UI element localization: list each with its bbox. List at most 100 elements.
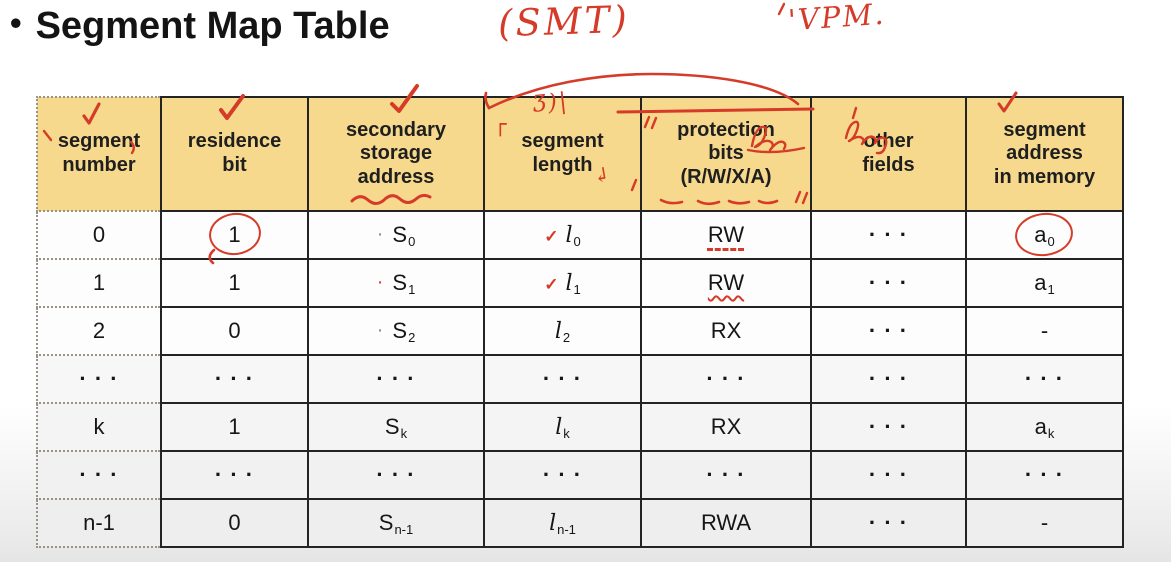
- table-row: · · ·· · ·· · ·· · ·· · ·· · ·· · ·: [36, 354, 1124, 404]
- check-icon: ✓: [544, 226, 559, 246]
- table-row: · · · · · · · · · · · · · · · · · · · · ·: [36, 450, 1124, 500]
- cell-value: 0: [228, 318, 241, 343]
- cell-segment-address-in-memory: a1: [965, 258, 1124, 308]
- dot-mark: ·: [376, 270, 384, 293]
- subscript: 2: [408, 329, 416, 345]
- cell-value: 1: [92, 270, 106, 295]
- cell-value: 2: [92, 318, 106, 343]
- cell-residence-bit: 0: [160, 306, 309, 356]
- dot-mark: ·: [376, 222, 384, 245]
- handwritten-segment-length-mark: Ʒ)|: [531, 88, 570, 118]
- cell-value: RX: [710, 414, 742, 439]
- cell-residence-bit: 1: [160, 402, 309, 452]
- cell-value: 0: [228, 510, 241, 535]
- cell-segment-number: n-1: [36, 498, 162, 548]
- cell-protection-bits: RX: [640, 306, 812, 356]
- cell-protection-bits: RX: [640, 402, 812, 452]
- header-residence-bit: residence bit: [160, 96, 309, 212]
- header-other-fields: other fields: [810, 96, 967, 212]
- cell-secondary-storage-address: · · ·: [307, 354, 485, 404]
- handwritten-vpm-label: 'VPM.: [786, 0, 887, 38]
- cell-value: · · ·: [706, 462, 746, 487]
- cell-protection-bits: RW: [640, 258, 812, 308]
- cell-segment-address-in-memory: · · ·: [965, 354, 1124, 404]
- cell-segment-address-in-memory: -: [965, 498, 1124, 548]
- cell-other-fields: · · ·: [810, 258, 967, 308]
- cell-segment-length: · · ·: [483, 450, 642, 500]
- cell-value: S: [392, 317, 408, 343]
- cell-value: a: [1034, 269, 1047, 295]
- cell-value: · · ·: [868, 462, 909, 487]
- cell-value: · · ·: [542, 462, 583, 487]
- cell-value: 0: [92, 222, 106, 247]
- cell-segment-address-in-memory: -: [965, 306, 1124, 356]
- cell-secondary-storage-address: · · ·: [307, 450, 485, 500]
- subscript: 1: [408, 281, 416, 297]
- cell-segment-number: · · ·: [36, 450, 162, 500]
- cell-value: S: [392, 221, 408, 247]
- cell-value: · · ·: [1024, 366, 1065, 391]
- subscript: n-1: [557, 521, 576, 537]
- cell-segment-length: lk: [483, 402, 642, 452]
- cell-value: S: [378, 509, 394, 535]
- cell-residence-bit: 1: [160, 258, 309, 308]
- cell-value: · · ·: [868, 270, 909, 295]
- cell-value: RW: [707, 222, 745, 247]
- cell-other-fields: · · ·: [810, 498, 967, 548]
- cell-segment-address-in-memory: a0: [965, 210, 1124, 260]
- cell-segment-length: ✓l0: [483, 210, 642, 260]
- cell-value: l: [549, 510, 557, 536]
- cell-value: S: [392, 269, 408, 295]
- cell-value: n-1: [83, 510, 115, 535]
- cell-protection-bits: RWA: [640, 498, 812, 548]
- cell-protection-bits: RW: [640, 210, 812, 260]
- subscript: k: [400, 425, 408, 441]
- subscript: 1: [1047, 281, 1055, 297]
- cell-residence-bit: · · ·: [160, 450, 309, 500]
- circle-annotation: 1: [228, 222, 242, 248]
- cell-other-fields: · · ·: [810, 306, 967, 356]
- cell-segment-number: k: [36, 402, 162, 452]
- cell-segment-number: 1: [36, 258, 162, 308]
- page-title-text: Segment Map Table: [35, 5, 390, 47]
- cell-residence-bit: 1: [160, 210, 309, 260]
- cell-value: -: [1040, 510, 1049, 535]
- cell-value: · · ·: [214, 462, 255, 487]
- cell-residence-bit: · · ·: [160, 354, 309, 404]
- header-segment-number: segment number: [36, 96, 162, 212]
- cell-secondary-storage-address: Sk: [307, 402, 485, 452]
- cell-segment-length: ln-1: [483, 498, 642, 548]
- subscript: 2: [562, 329, 571, 345]
- cell-value: 1: [228, 222, 241, 247]
- cell-segment-number: · · ·: [36, 354, 162, 404]
- header-secondary-storage-address: secondary storage address: [307, 96, 485, 212]
- subscript: k: [563, 425, 570, 441]
- cell-value: a: [1034, 221, 1047, 247]
- subscript: n-1: [394, 521, 414, 537]
- cell-other-fields: · · ·: [810, 450, 967, 500]
- subscript: 1: [573, 281, 581, 297]
- check-icon: ✓: [544, 274, 559, 294]
- cell-segment-address-in-memory: · · ·: [965, 450, 1124, 500]
- cell-value: · · ·: [376, 462, 416, 487]
- cell-segment-length: · · ·: [483, 354, 642, 404]
- header-segment-address-in-memory: segment address in memory: [965, 96, 1124, 212]
- cell-residence-bit: 0: [160, 498, 309, 548]
- cell-value: · · ·: [706, 366, 746, 391]
- cell-value: · · ·: [376, 366, 416, 391]
- header-segment-length: segment length: [483, 96, 642, 212]
- cell-value: · · ·: [214, 366, 255, 391]
- cell-value: · · ·: [1024, 462, 1065, 487]
- cell-segment-length: ✓l1: [483, 258, 642, 308]
- cell-value: l: [554, 318, 562, 344]
- cell-value: · · ·: [868, 414, 909, 439]
- dot-mark: ·: [376, 318, 384, 341]
- cell-value: l: [565, 222, 573, 248]
- cell-value: RWA: [700, 510, 752, 535]
- cell-value: · · ·: [868, 318, 909, 343]
- cell-value: a: [1034, 413, 1047, 439]
